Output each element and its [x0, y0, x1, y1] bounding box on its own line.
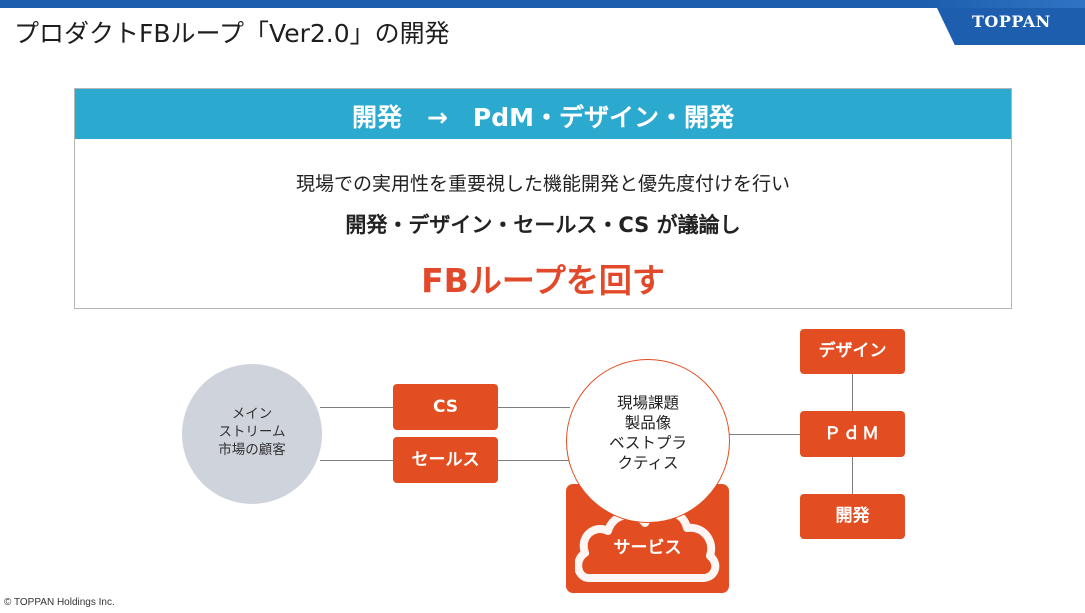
dev-node: 開発: [800, 494, 905, 539]
summary-box: 開発 → PdM・デザイン・開発 現場での実用性を重要視した機能開発と優先度付け…: [74, 88, 1012, 309]
customer-label-line: メイン: [231, 406, 273, 422]
summary-line-1: 現場での実用性を重要視した機能開発と優先度付けを行い: [295, 173, 790, 195]
summary-heading: 開発 → PdM・デザイン・開発: [351, 103, 735, 132]
center-hub-circle: [566, 359, 730, 523]
center-hub-line: 製品像: [624, 414, 672, 432]
service-label: サービス: [613, 538, 682, 558]
customer-circle: [182, 364, 322, 504]
summary-header-band: 開発 → PdM・デザイン・開発: [75, 89, 1011, 139]
center-hub-line: クティス: [617, 454, 679, 472]
company-logo: TOPPAN: [972, 12, 1051, 31]
logo-banner: [937, 8, 1085, 45]
cs-node: CS: [393, 384, 498, 430]
copyright-notice: © TOPPAN Holdings Inc.: [4, 597, 115, 608]
top-accent-bar: [0, 0, 1085, 8]
center-hub-label: 現場課題 製品像 ベストプラ クティス: [566, 393, 730, 473]
customer-label: メイン ストリーム 市場の顧客: [182, 405, 322, 459]
customer-label-line: ストリーム: [218, 424, 286, 440]
pdm-node: ＰｄＭ: [800, 411, 905, 457]
connector-design-pdm: [852, 372, 853, 412]
center-hub-line: 現場課題: [616, 394, 679, 412]
sales-node: セールス: [393, 437, 498, 483]
summary-line-3: FBループを回す: [421, 261, 665, 300]
connector-center-pdm: [728, 434, 803, 435]
summary-line-2: 開発・デザイン・セールス・CS が議論し: [345, 213, 741, 237]
design-node: デザイン: [800, 329, 905, 374]
customer-label-line: 市場の顧客: [218, 442, 286, 458]
connector-pdm-dev: [852, 456, 853, 496]
center-hub-line: ベストプラ: [609, 434, 687, 452]
page-title: プロダクトFBループ「Ver2.0」の開発: [14, 19, 450, 48]
